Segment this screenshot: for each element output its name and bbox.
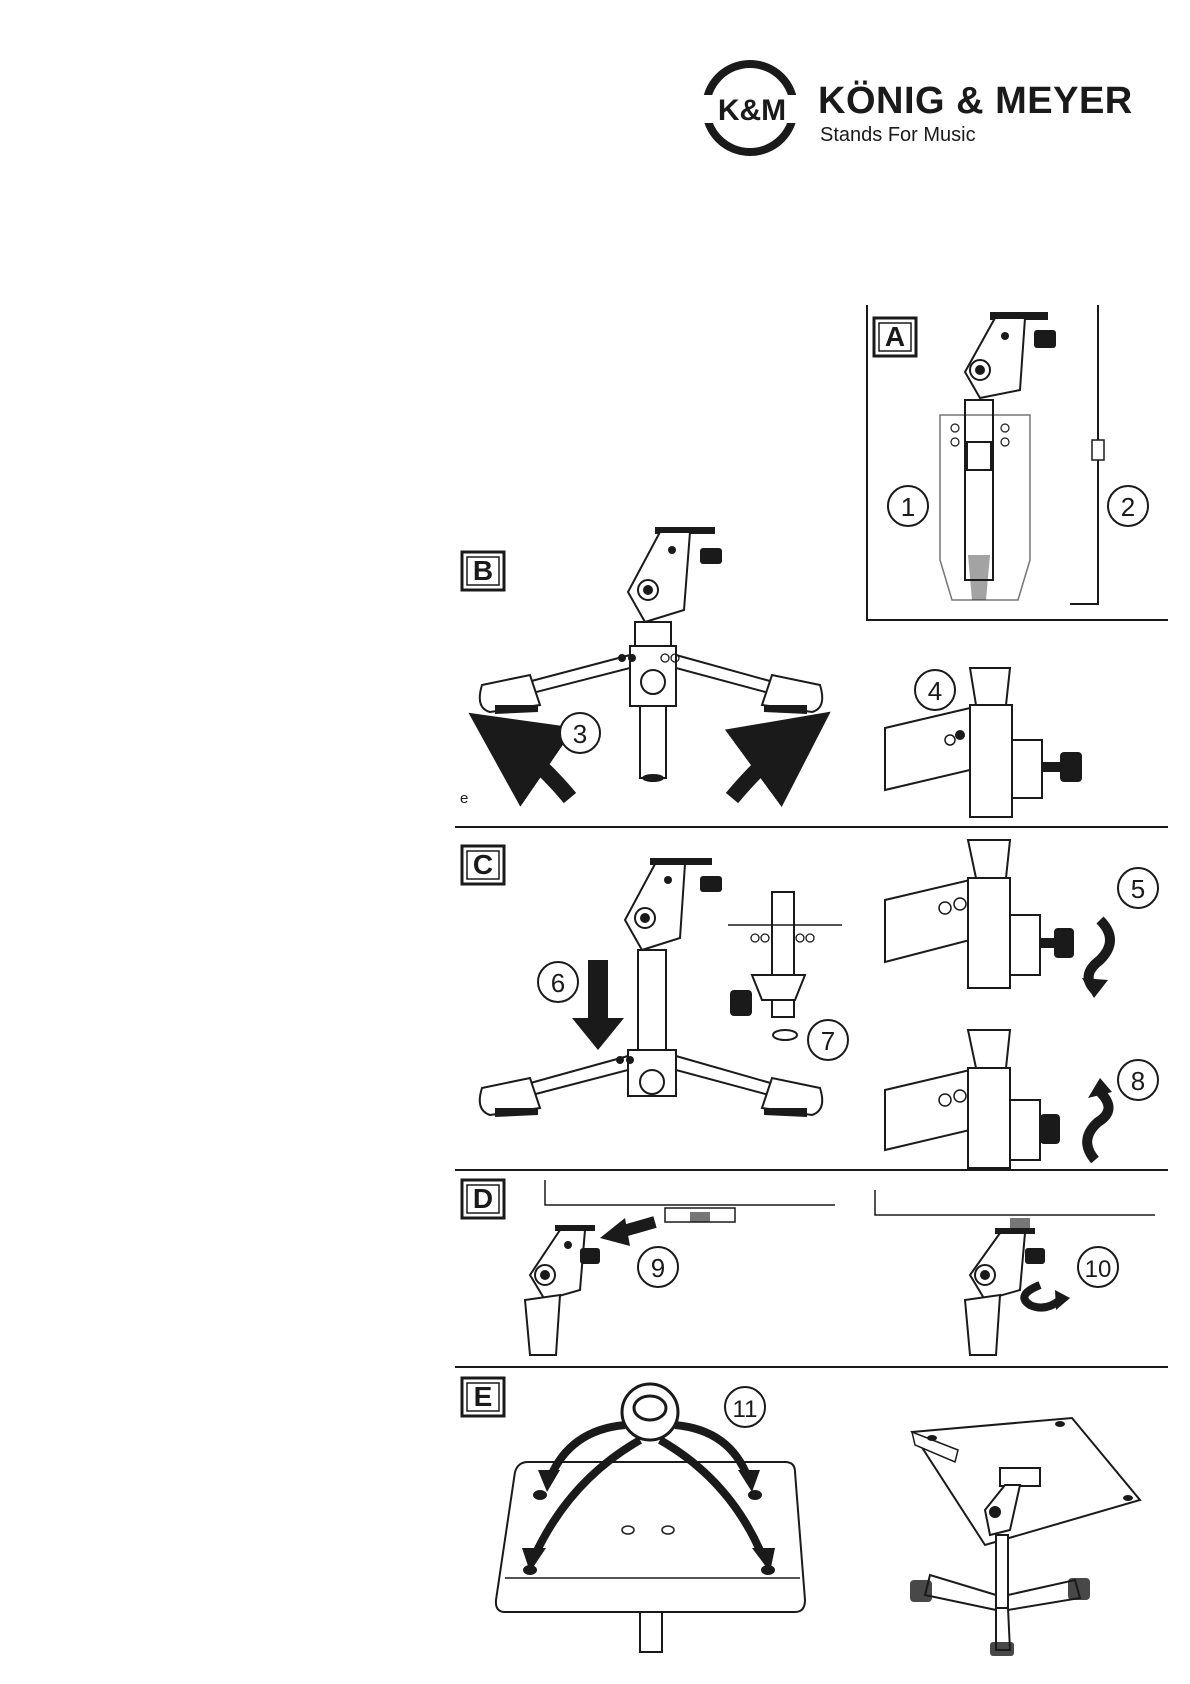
section-c: C 6 7 bbox=[462, 840, 1158, 1168]
step-2-number: 2 bbox=[1121, 492, 1135, 522]
step-8-number: 8 bbox=[1131, 1066, 1145, 1096]
section-d-label: D bbox=[473, 1183, 493, 1214]
section-e-label: E bbox=[474, 1381, 493, 1412]
section-a-label: A bbox=[885, 321, 905, 352]
section-e: E 11 bbox=[462, 1378, 1140, 1656]
stray-character: e bbox=[460, 790, 468, 807]
step-3-number: 3 bbox=[573, 719, 587, 749]
step-4-number: 4 bbox=[928, 676, 942, 706]
step-1-number: 1 bbox=[901, 492, 915, 522]
section-c-label: C bbox=[473, 849, 493, 880]
section-b-label: B bbox=[473, 555, 493, 586]
step-6-number: 6 bbox=[551, 968, 565, 998]
section-a: A 1 2 bbox=[867, 305, 1168, 620]
step-11-number: 11 bbox=[733, 1396, 758, 1423]
section-d: D 9 10 bbox=[462, 1180, 1155, 1355]
step-7-number: 7 bbox=[821, 1026, 835, 1056]
step-9-number: 9 bbox=[651, 1253, 665, 1283]
step-10-number: 10 bbox=[1085, 1256, 1112, 1283]
step-5-number: 5 bbox=[1131, 874, 1145, 904]
